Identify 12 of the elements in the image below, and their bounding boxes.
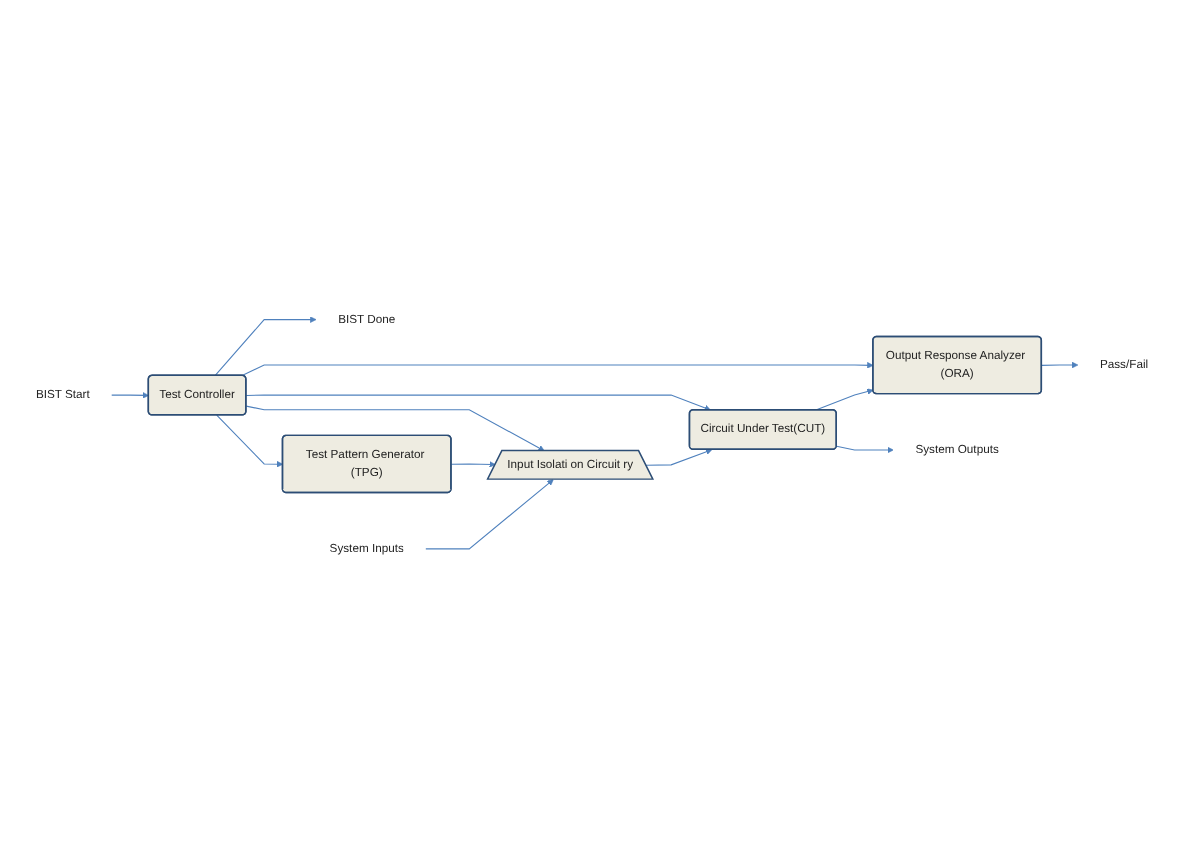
- arrow: [645, 448, 713, 466]
- arrow: [214, 316, 317, 376]
- arrow: [815, 388, 874, 411]
- arrow: [245, 394, 711, 411]
- arrow: [836, 445, 894, 453]
- arrow: [241, 361, 874, 376]
- arrow: [450, 460, 496, 468]
- arrow: [425, 478, 554, 550]
- arrow: [1041, 361, 1079, 368]
- arrow: [216, 414, 284, 468]
- arrow: [111, 391, 149, 399]
- arrow: [245, 405, 545, 451]
